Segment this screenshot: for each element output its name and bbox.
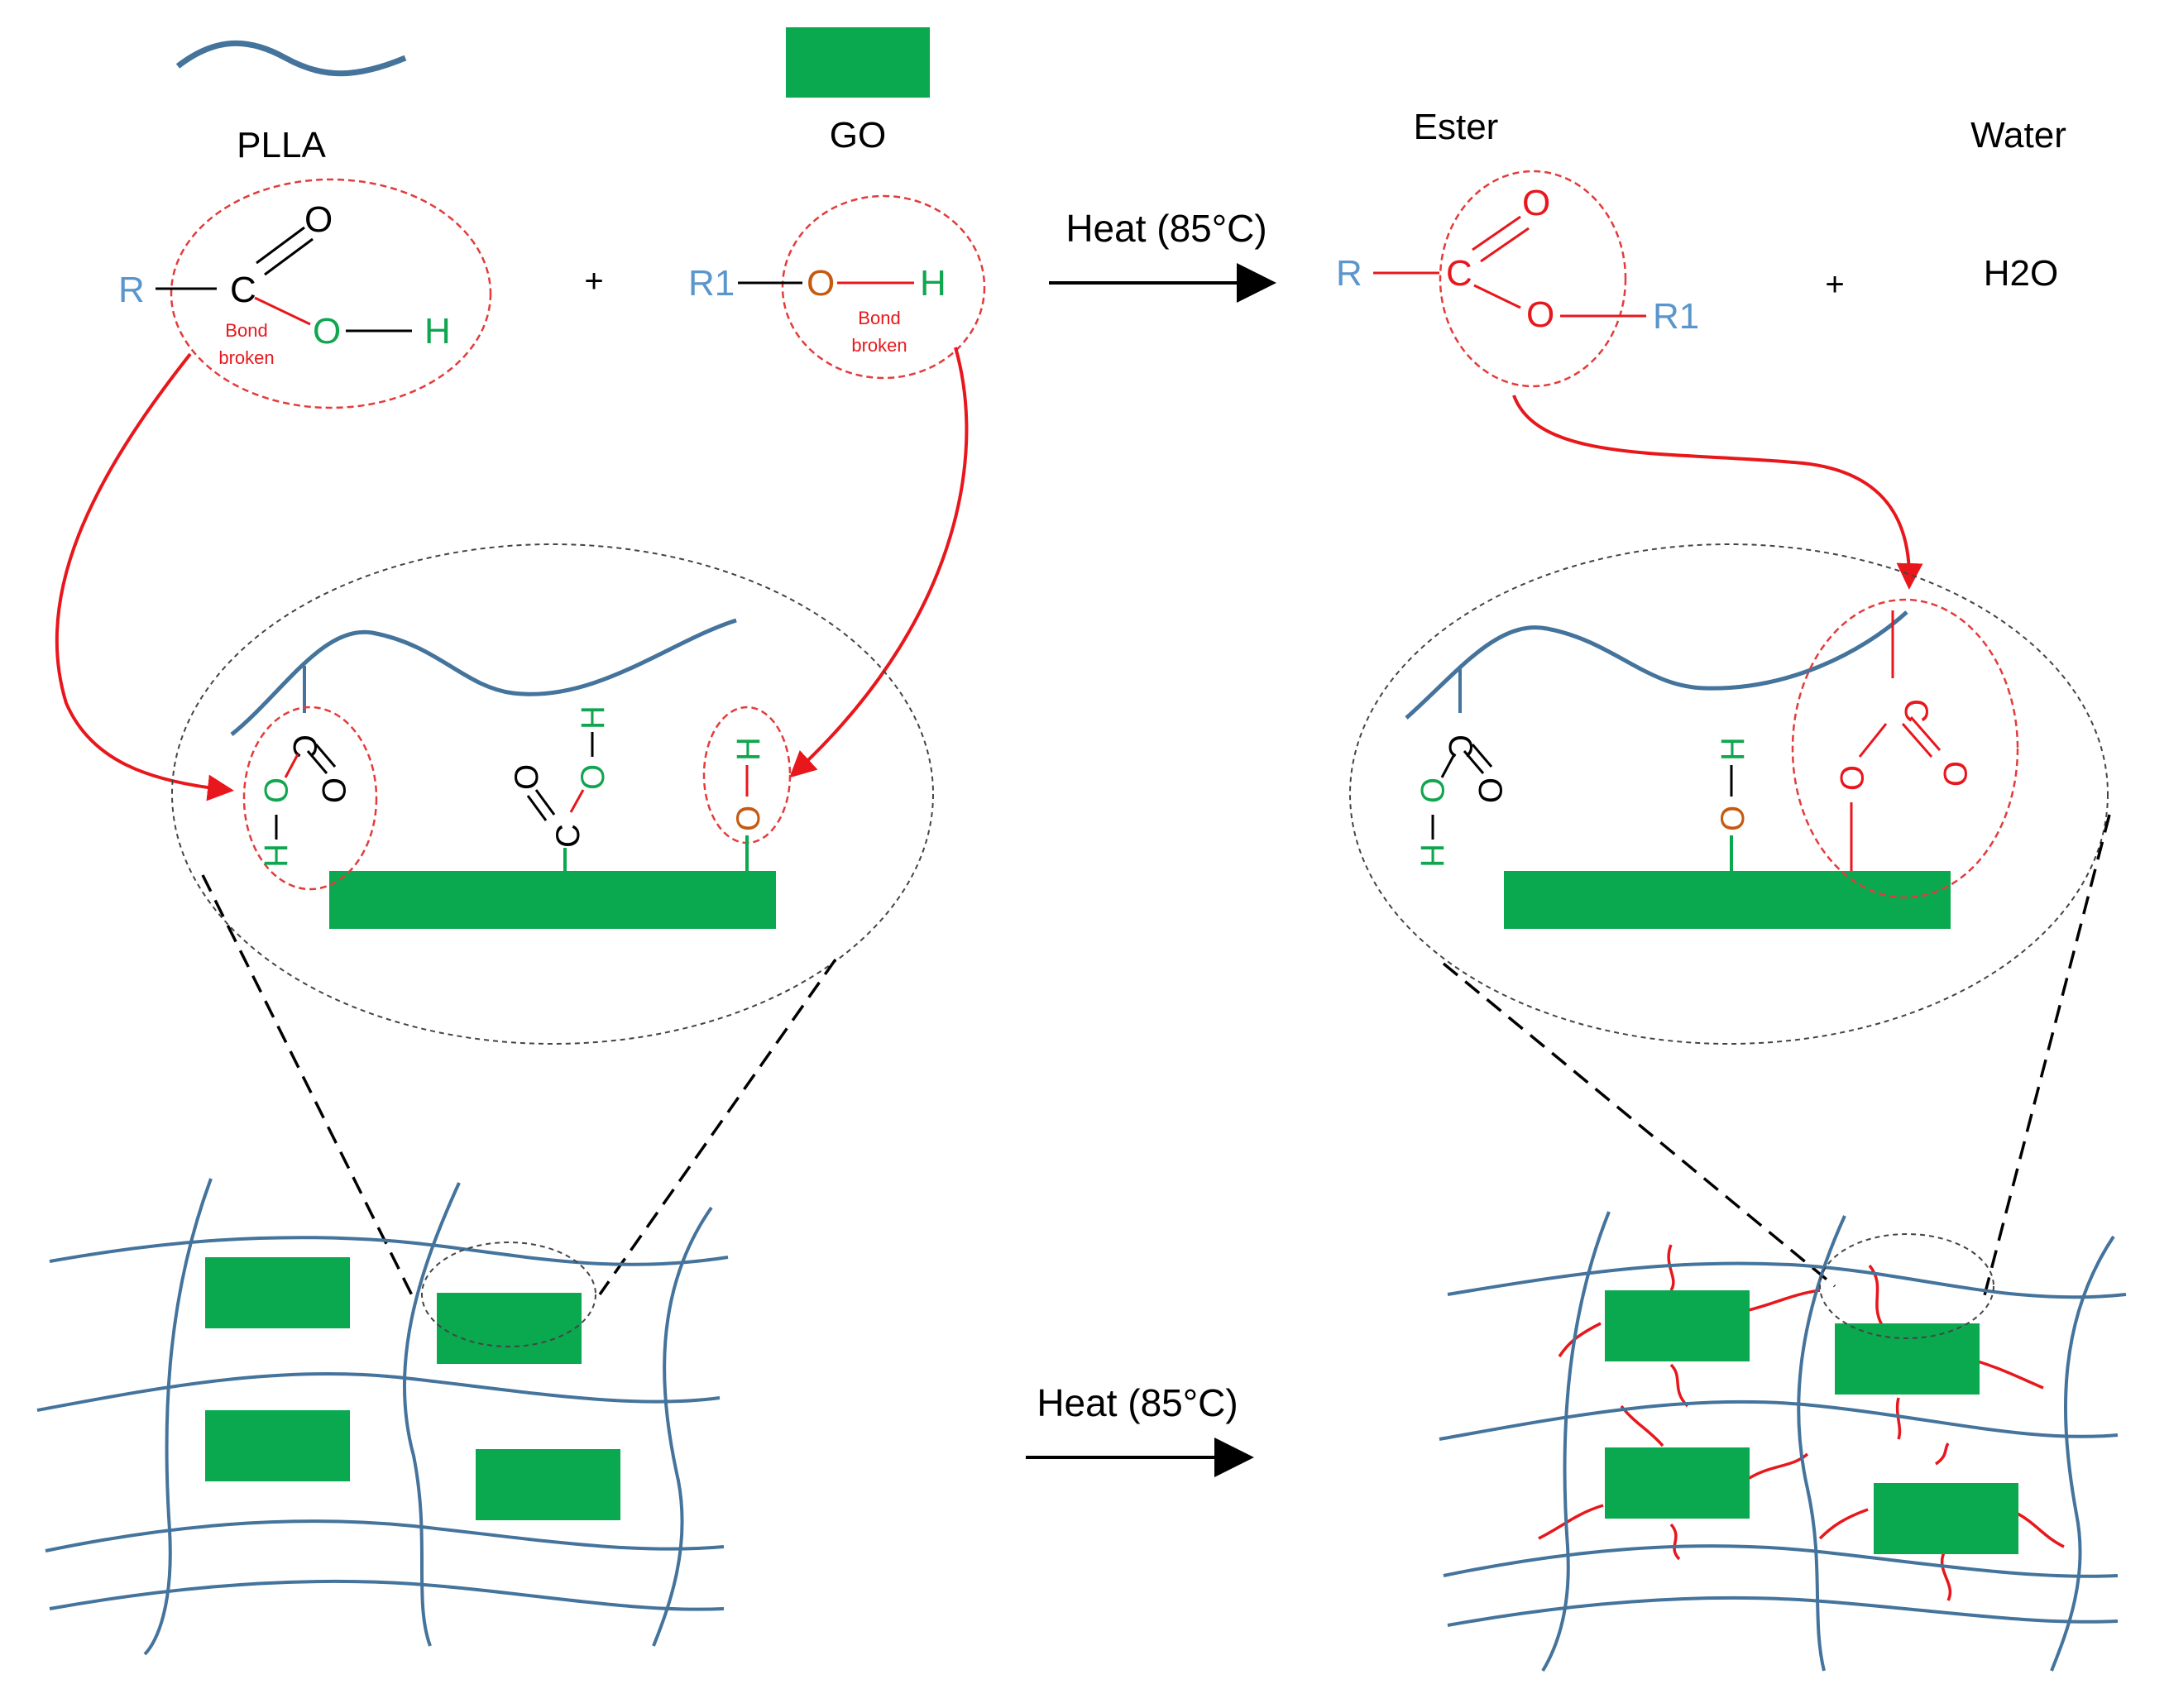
atom-h: H — [575, 706, 611, 730]
go-sheet-network — [205, 1257, 350, 1328]
acid-circle-zoom — [242, 706, 378, 891]
heat-label-bottom: Heat (85°C) — [1037, 1381, 1238, 1424]
ester-circle-zoom — [1791, 598, 2019, 899]
go-sheet-zoom-right — [1504, 871, 1951, 929]
right-zoom-view: C O O H O H C O O — [1349, 543, 2109, 1045]
arrow-ester-to-zoom — [1512, 395, 1923, 590]
atom-o: O — [730, 806, 767, 831]
go-sheet-network — [476, 1449, 620, 1520]
arrow-hydroxyl-to-zoom — [789, 347, 969, 778]
atom-o-double: O — [509, 764, 545, 790]
atom-o-hydroxyl: O — [575, 764, 611, 790]
go-sheet-network — [1835, 1323, 1980, 1395]
network-zoom-circle-left — [421, 1242, 596, 1347]
atom-o-hydroxyl: O — [257, 777, 294, 803]
go-sheet-icon — [786, 27, 930, 98]
go-sheet-network — [1605, 1290, 1750, 1361]
atom-c: C — [1898, 699, 1934, 723]
plla-chain-icon — [175, 40, 407, 77]
atom-h: H — [920, 263, 946, 304]
right-zoom-ellipse — [1349, 543, 2109, 1045]
atom-h: H — [1715, 737, 1751, 761]
atom-h: H — [1414, 844, 1450, 868]
atom-o-hydroxyl: O — [313, 311, 341, 352]
zoom-line-right-b — [1982, 814, 2111, 1299]
network-zoom-circle-right — [1819, 1233, 1994, 1339]
plla-chain-zoom-left — [230, 618, 737, 736]
atom-c: C — [1442, 734, 1478, 758]
heat-label-top: Heat (85°C) — [1065, 207, 1266, 250]
plus-sign-1: + — [584, 263, 603, 299]
ester-circle — [1439, 170, 1627, 388]
atom-o-hydroxyl: O — [1414, 777, 1450, 803]
go-sheet-network — [1605, 1447, 1750, 1519]
go-sheet-network — [1874, 1483, 2018, 1554]
arrow-acid-to-zoom — [55, 352, 234, 801]
bond-broken-label-line2: broken — [218, 347, 274, 368]
plla-chain-zoom-right — [1405, 610, 1908, 720]
atom-c: C — [1446, 253, 1472, 294]
go-sheet-network — [205, 1410, 350, 1481]
atom-o-double: O — [1472, 777, 1508, 803]
go-label: GO — [830, 115, 886, 155]
atom-h: H — [257, 844, 294, 868]
atom-o-double: O — [304, 199, 333, 240]
atom-r: R — [118, 270, 145, 310]
atom-c: C — [230, 270, 256, 310]
plla-label: PLLA — [237, 125, 326, 165]
atom-h: H — [730, 737, 767, 761]
atom-o-ester: O — [1526, 294, 1554, 335]
plus-sign-2: + — [1825, 266, 1844, 303]
atom-o: O — [1715, 806, 1751, 831]
atom-h: H — [424, 311, 451, 352]
zoom-line-left-a — [201, 874, 415, 1299]
go-sheet-network — [437, 1293, 582, 1364]
plla-go-network-after — [1439, 1211, 2127, 1672]
plla-go-network-before — [36, 1178, 729, 1656]
zoom-line-right-a — [1442, 962, 1836, 1288]
atom-r: R — [1336, 253, 1362, 294]
bond-broken-label-line1: Bond — [225, 320, 267, 341]
bond-broken-label-line1: Bond — [858, 308, 900, 328]
plla-carboxylic-acid: R C O O H Bond broken — [118, 178, 492, 409]
bond-broken-circle-acid — [170, 178, 492, 409]
zoom-line-left-b — [598, 958, 837, 1296]
atom-o-double: O — [315, 777, 352, 803]
ester-label: Ester — [1414, 107, 1499, 147]
atom-o-double: O — [1937, 761, 1973, 787]
water-formula: H2O — [1984, 253, 2058, 294]
atom-r1: R1 — [688, 263, 735, 304]
ester-product: R C O O R1 — [1336, 170, 1699, 388]
left-zoom-view: C O O H C O O H O H — [171, 543, 934, 1045]
atom-o: O — [807, 263, 835, 304]
water-label: Water — [1970, 115, 2066, 155]
bond-broken-circle-hydroxyl — [781, 194, 986, 380]
atom-c: C — [550, 824, 587, 848]
go-sheet-zoom-left — [329, 871, 776, 929]
left-zoom-ellipse — [171, 543, 934, 1045]
bond-broken-label-line2: broken — [851, 335, 907, 356]
atom-r1: R1 — [1653, 296, 1699, 337]
atom-o-ester: O — [1833, 765, 1870, 791]
atom-o-double: O — [1522, 183, 1550, 223]
go-hydroxyl: R1 O H Bond broken — [688, 194, 986, 380]
